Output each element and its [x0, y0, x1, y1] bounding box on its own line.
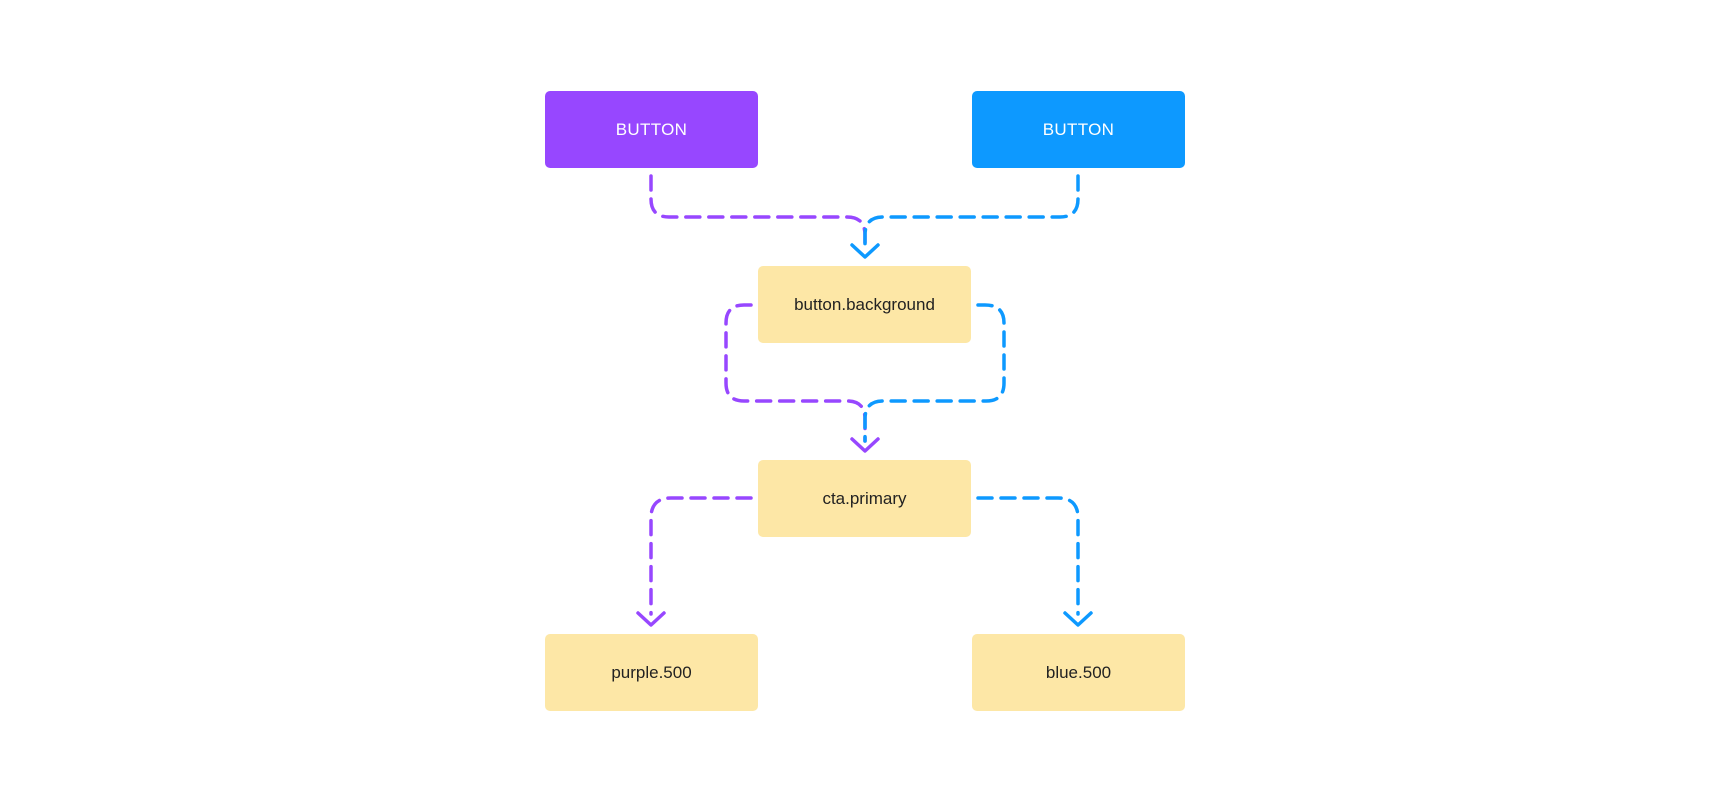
blue-500-node: blue.500 [972, 634, 1185, 711]
edge-background-to-cta-purple [724, 303, 867, 443]
blue-500-label: blue.500 [1045, 662, 1112, 682]
edge-purple-button-to-background [649, 174, 867, 249]
button-background-node: button.background [758, 266, 971, 343]
arrowhead-into-purple-500 [636, 611, 666, 627]
edge-cta-to-purple-500 [649, 496, 753, 616]
arrowhead-into-blue-500 [1063, 611, 1093, 627]
purple-500-label: purple.500 [611, 662, 692, 682]
edge-cta-to-blue-500 [976, 496, 1080, 616]
button-background-label: button.background [794, 294, 935, 314]
edge-blue-button-to-background [863, 174, 1080, 249]
edge-background-to-cta-blue [863, 303, 1006, 443]
purple-button-label: BUTTON [615, 119, 688, 139]
cta-primary-label: cta.primary [822, 488, 907, 508]
blue-button-node: BUTTON [972, 91, 1185, 168]
purple-button-node: BUTTON [545, 91, 758, 168]
cta-primary-node: cta.primary [758, 460, 971, 537]
blue-button-label: BUTTON [1042, 119, 1115, 139]
purple-500-node: purple.500 [545, 634, 758, 711]
arrowhead-into-background [850, 243, 880, 259]
arrowhead-into-cta [850, 437, 880, 453]
